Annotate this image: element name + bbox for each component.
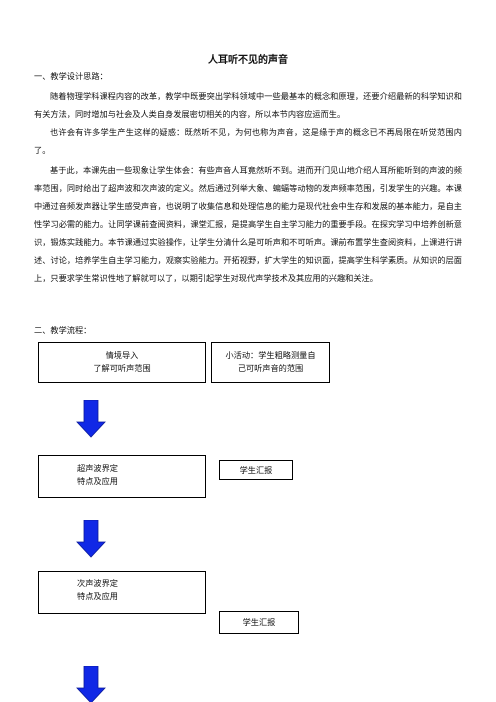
paragraph-2: 也许会有许多学生产生这样的疑惑：既然听不见，为何也称为声音，这是缘于声的概念已不… [34,127,462,155]
flow-box-activity-line2: 己可听声音的范围 [237,363,304,373]
paragraph-1: 随着物理学科课程内容的改革，教学中既要突出学科领域中一些最基本的概念和原理，还要… [34,91,462,119]
document-title: 人耳听不见的声音 [208,55,288,66]
flow-box-activity-line1: 小活动：学生粗略测量自 [225,350,316,360]
flow-box-intro: 情境导入 了解可听声范围 [38,342,206,383]
flow-arrow-2 [76,520,106,558]
flow-box-ultrasound-line2: 特点及应用 [77,476,118,486]
flow-box-infrasound: 次声波界定 特点及应用 [38,571,206,614]
flow-arrow-2-shape [76,520,106,558]
flow-arrow-3-shape [76,666,106,702]
flow-box-report-1: 学生汇报 [219,460,293,480]
flow-box-report-2: 学生汇报 [219,611,299,634]
section-heading-flow: 二、教学流程： [34,325,92,335]
flow-box-activity: 小活动：学生粗略测量自 己可听声音的范围 [211,342,330,383]
paragraph-3: 基于此，本课先由一些现象让学生体会：有些声音人耳竟然听不到。进而开门见山地介绍人… [34,165,462,283]
flow-arrow-1-shape [76,400,106,438]
flow-box-ultrasound-line1: 超声波界定 [77,463,118,473]
flow-box-infrasound-line1: 次声波界定 [77,578,118,588]
flow-arrow-1 [76,400,106,438]
flow-box-intro-line1: 情境导入 [105,350,139,360]
flow-box-report-1-label: 学生汇报 [239,465,273,475]
flow-box-infrasound-line2: 特点及应用 [77,591,118,601]
flow-box-intro-line2: 了解可听声范围 [93,363,151,373]
flow-box-report-2-label: 学生汇报 [242,617,276,627]
flow-box-ultrasound: 超声波界定 特点及应用 [38,455,206,498]
flow-arrow-3 [76,666,106,702]
section-heading-design: 一、教学设计思路： [34,71,108,81]
